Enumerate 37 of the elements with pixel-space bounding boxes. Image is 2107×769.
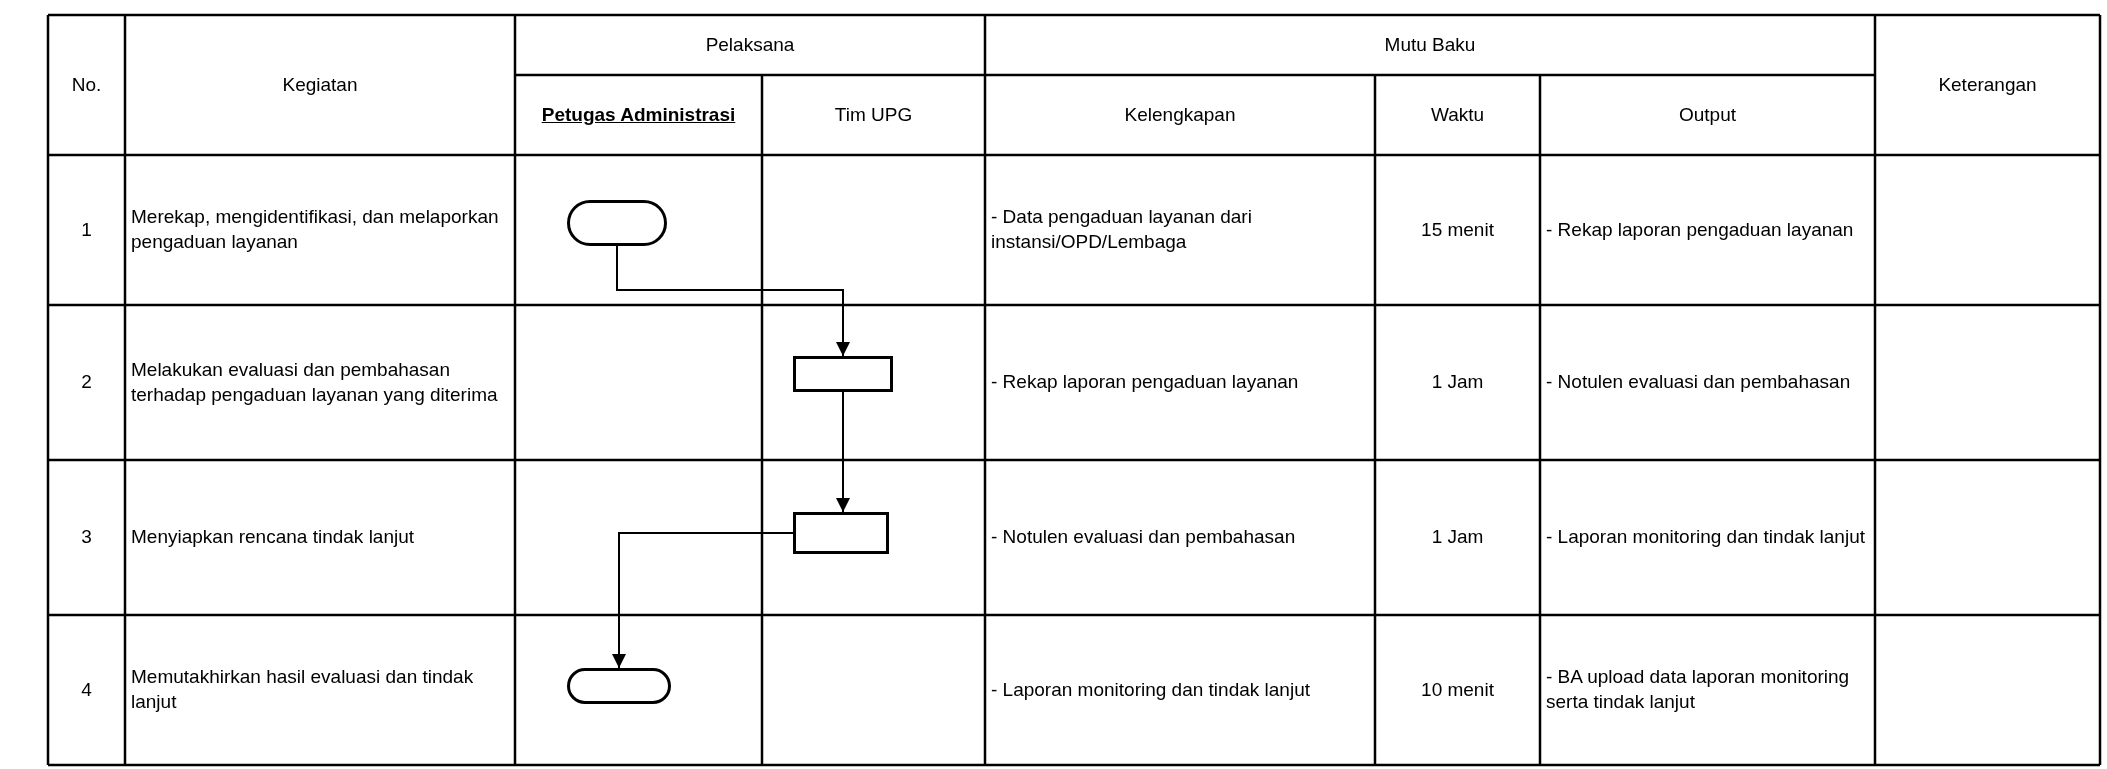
column-header: Tim UPG bbox=[834, 102, 913, 127]
duration-text: 15 menit bbox=[1421, 217, 1494, 242]
requirement-text: - Rekap laporan pengaduan layanan bbox=[991, 370, 1299, 395]
output-text: - Notulen evaluasi dan pembahasan bbox=[1546, 370, 1851, 395]
column-header: Pelaksana bbox=[705, 32, 795, 57]
terminator-shape bbox=[567, 668, 671, 704]
row-number: 2 bbox=[81, 370, 92, 395]
terminator-shape bbox=[567, 200, 667, 246]
column-header: Petugas Administrasi bbox=[541, 102, 736, 127]
requirement-text: - Data pengaduan layanan dari instansi/OPD/Lembaga bbox=[991, 205, 1253, 254]
requirement-text: - Notulen evaluasi dan pembahasan bbox=[991, 525, 1296, 550]
arrow bbox=[612, 532, 794, 669]
row-number: 4 bbox=[81, 677, 92, 702]
arrow bbox=[616, 245, 850, 357]
column-header: Kegiatan bbox=[282, 72, 358, 97]
column-header: Output bbox=[1678, 102, 1736, 127]
activity-text: Melakukan evaluasi dan pembahasan terhadap pengaduan layanan yang diterima bbox=[131, 357, 499, 407]
activity-text: Merekap, mengidentifikasi, dan melaporkan pengaduan layanan bbox=[131, 205, 500, 254]
column-header: Waktu bbox=[1430, 102, 1485, 127]
column-header: No. bbox=[71, 72, 102, 97]
duration-text: 10 menit bbox=[1421, 677, 1494, 702]
process-box bbox=[793, 512, 889, 554]
output-text: - BA upload data laporan monitoring serta tindak lanjut bbox=[1546, 665, 1851, 714]
row-number: 3 bbox=[81, 525, 92, 550]
duration-text: 1 Jam bbox=[1431, 525, 1484, 550]
activity-text: Memutakhirkan hasil evaluasi dan tindak lanjut bbox=[131, 665, 475, 714]
duration-text: 1 Jam bbox=[1431, 370, 1484, 395]
output-text: - Rekap laporan pengaduan layanan bbox=[1546, 217, 1854, 242]
requirement-text: - Laporan monitoring dan tindak lanjut bbox=[991, 677, 1310, 702]
column-header: Mutu Baku bbox=[1384, 32, 1476, 57]
column-header: Kelengkapan bbox=[1124, 102, 1236, 127]
row-number: 1 bbox=[81, 217, 92, 242]
arrow bbox=[836, 391, 850, 513]
activity-text: Menyiapkan rencana tindak lanjut bbox=[131, 525, 415, 550]
process-box bbox=[793, 356, 893, 392]
output-text: - Laporan monitoring dan tindak lanjut bbox=[1546, 525, 1865, 550]
column-header: Keterangan bbox=[1938, 72, 2037, 97]
